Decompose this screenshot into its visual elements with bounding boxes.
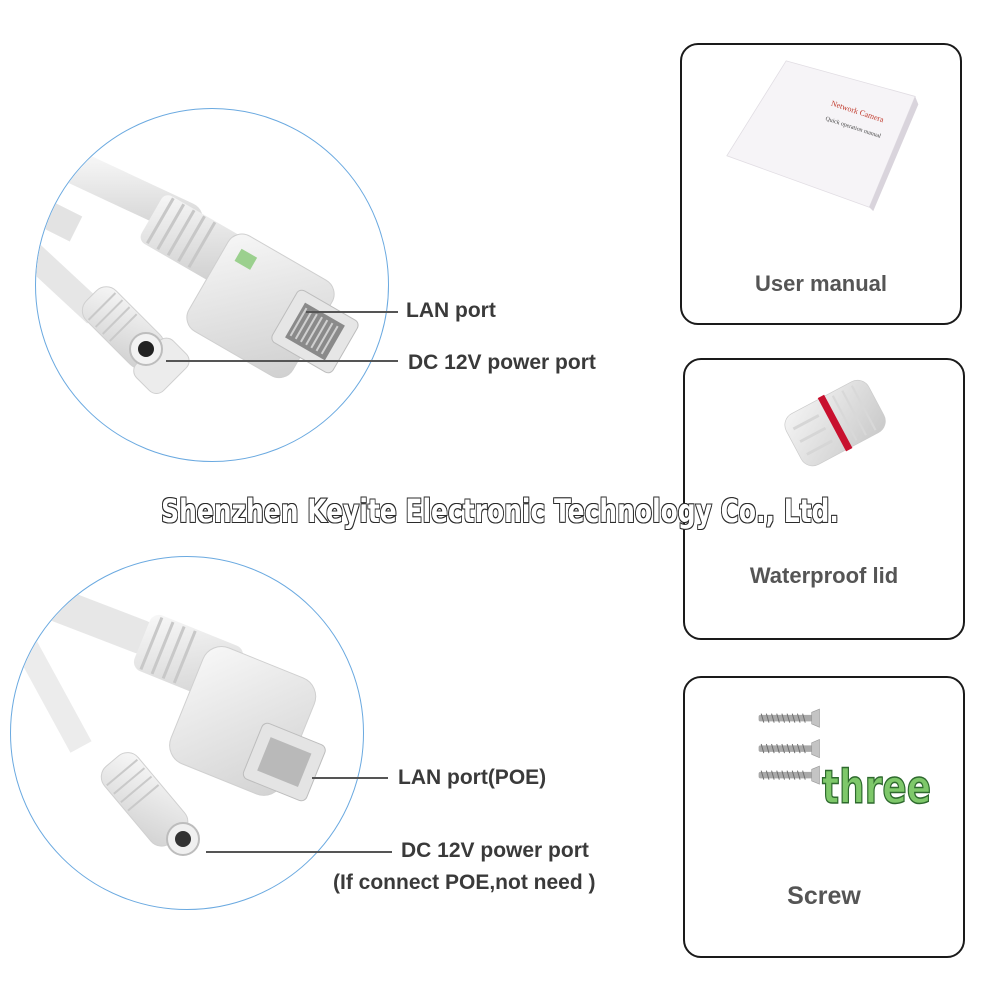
top-lan-label: LAN port (406, 299, 496, 322)
waterproof-lid-title: Waterproof lid (749, 563, 899, 588)
waterproof-lid-image (784, 379, 886, 467)
screw-count-text: three (821, 759, 932, 815)
bottom-dc-label: DC 12V power port (401, 839, 589, 862)
bottom-dc-leader (206, 851, 392, 853)
screw-card: Screw (683, 676, 965, 958)
screw-3 (758, 765, 820, 785)
bottom-lan-label: LAN port(POE) (398, 766, 547, 789)
user-manual-title: User manual (754, 271, 888, 296)
top-connector-illustration (36, 132, 359, 394)
user-manual-card: Network Camera Quick operation manual Us… (680, 43, 962, 325)
screw-1 (758, 708, 820, 728)
top-dc-label: DC 12V power port (408, 351, 596, 374)
bottom-connector-illustration (11, 570, 326, 856)
screw-title: Screw (787, 882, 861, 910)
bottom-lan-leader (312, 777, 388, 779)
bottom-dc-note: (If connect POE,not need ) (333, 871, 596, 894)
top-connector-circle (35, 108, 389, 462)
top-dc-leader (166, 360, 398, 362)
screws-image (758, 708, 820, 785)
screw-2 (758, 739, 820, 759)
company-watermark: Shenzhen Keyite Electronic Technology Co… (160, 491, 839, 531)
waterproof-lid-card: Waterproof lid (683, 358, 965, 640)
bottom-connector-circle (10, 556, 364, 910)
manual-booklet-image (726, 60, 919, 212)
top-lan-leader (306, 311, 398, 313)
